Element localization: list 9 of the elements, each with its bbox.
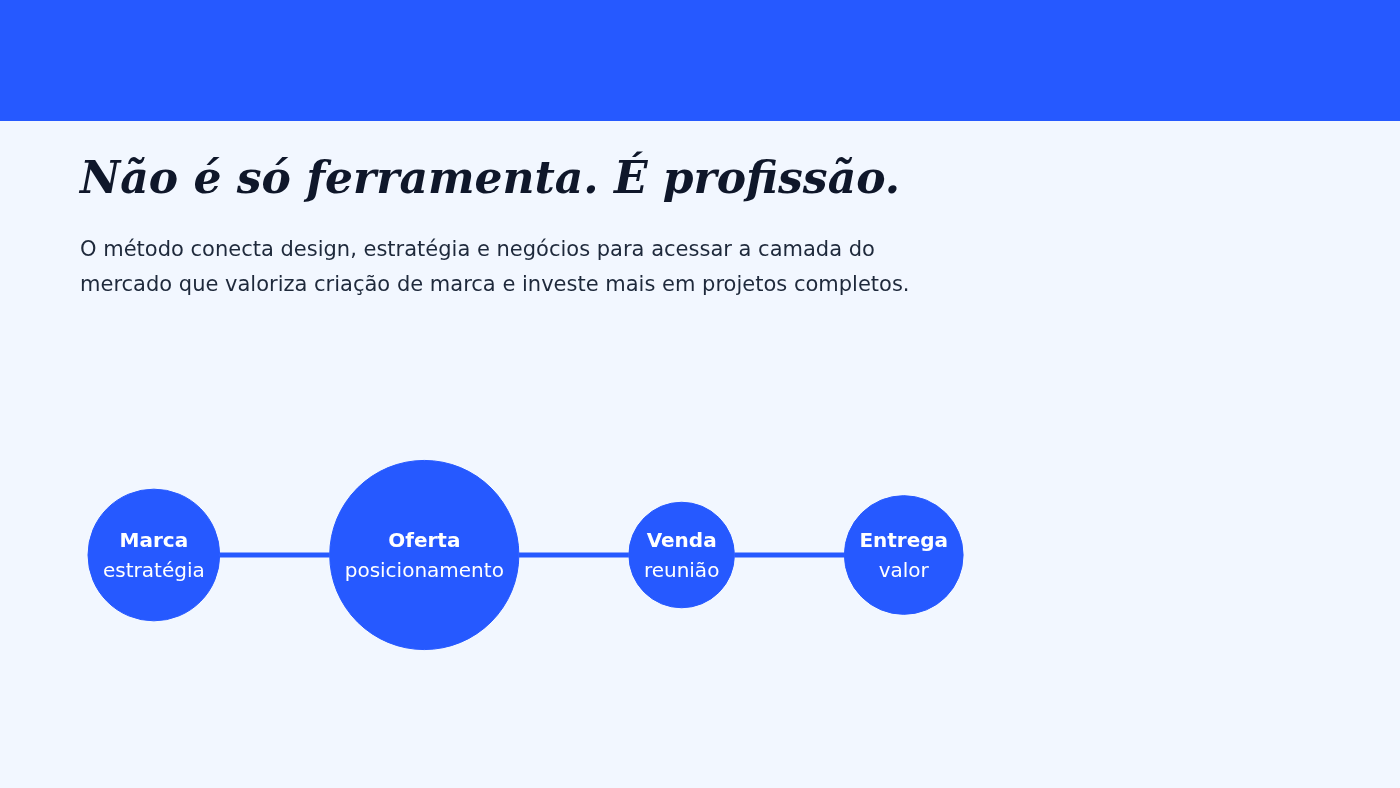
node-circle: Entrega valor <box>843 495 964 615</box>
node-circle: Venda reunião <box>628 501 735 609</box>
connector <box>518 552 629 558</box>
title: Não é só ferramenta. É profissão. <box>80 152 901 203</box>
description-text: O método conecta design, estratégia e negócios para acessar a camada do mercado que valoriza criação de marca e investe mais em projetos completos. <box>80 236 910 298</box>
node-circle: Marca estratégia <box>87 488 221 622</box>
connector <box>219 552 330 558</box>
connector <box>734 552 845 558</box>
node-circle: Oferta posicionamento <box>329 459 520 651</box>
